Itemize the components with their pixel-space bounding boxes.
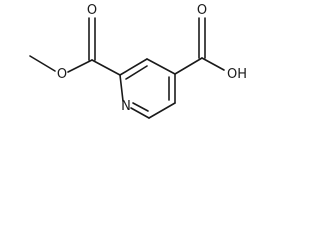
bond-c6-n1-inner: [132, 102, 149, 112]
pyridine-ring: [119, 58, 176, 119]
atom-label-ester-ether-oxygen: O: [57, 67, 67, 82]
methyl-ester-group: [29, 17, 121, 76]
atom-label-ring-nitrogen: N: [121, 99, 131, 114]
carboxylic-acid-group: [174, 17, 225, 75]
bond-ether-oxygen-methyl: [29, 55, 56, 72]
atom-label-acid-hydroxyl: OH: [227, 67, 247, 82]
chemical-structure-diagram: N O O O OH: [29, 3, 247, 119]
bond-c2-ester-carbon: [91, 59, 121, 76]
atom-label-acid-carbonyl-oxygen: O: [197, 3, 207, 18]
bond-acid-carbon-hydroxyl: [201, 57, 225, 71]
bond-c3-c4: [146, 58, 176, 75]
bond-c2-c3: [119, 58, 148, 76]
bond-ester-carbon-ether-oxygen: [67, 59, 93, 73]
bond-c4-acid-carbon: [174, 57, 203, 75]
bond-n1-c2: [119, 74, 124, 102]
atom-label-ester-carbonyl-oxygen: O: [87, 3, 97, 18]
bond-c6-n1: [130, 107, 150, 119]
bond-c5-c6: [148, 102, 176, 119]
bond-c2-c3-inner: [125, 65, 148, 80]
